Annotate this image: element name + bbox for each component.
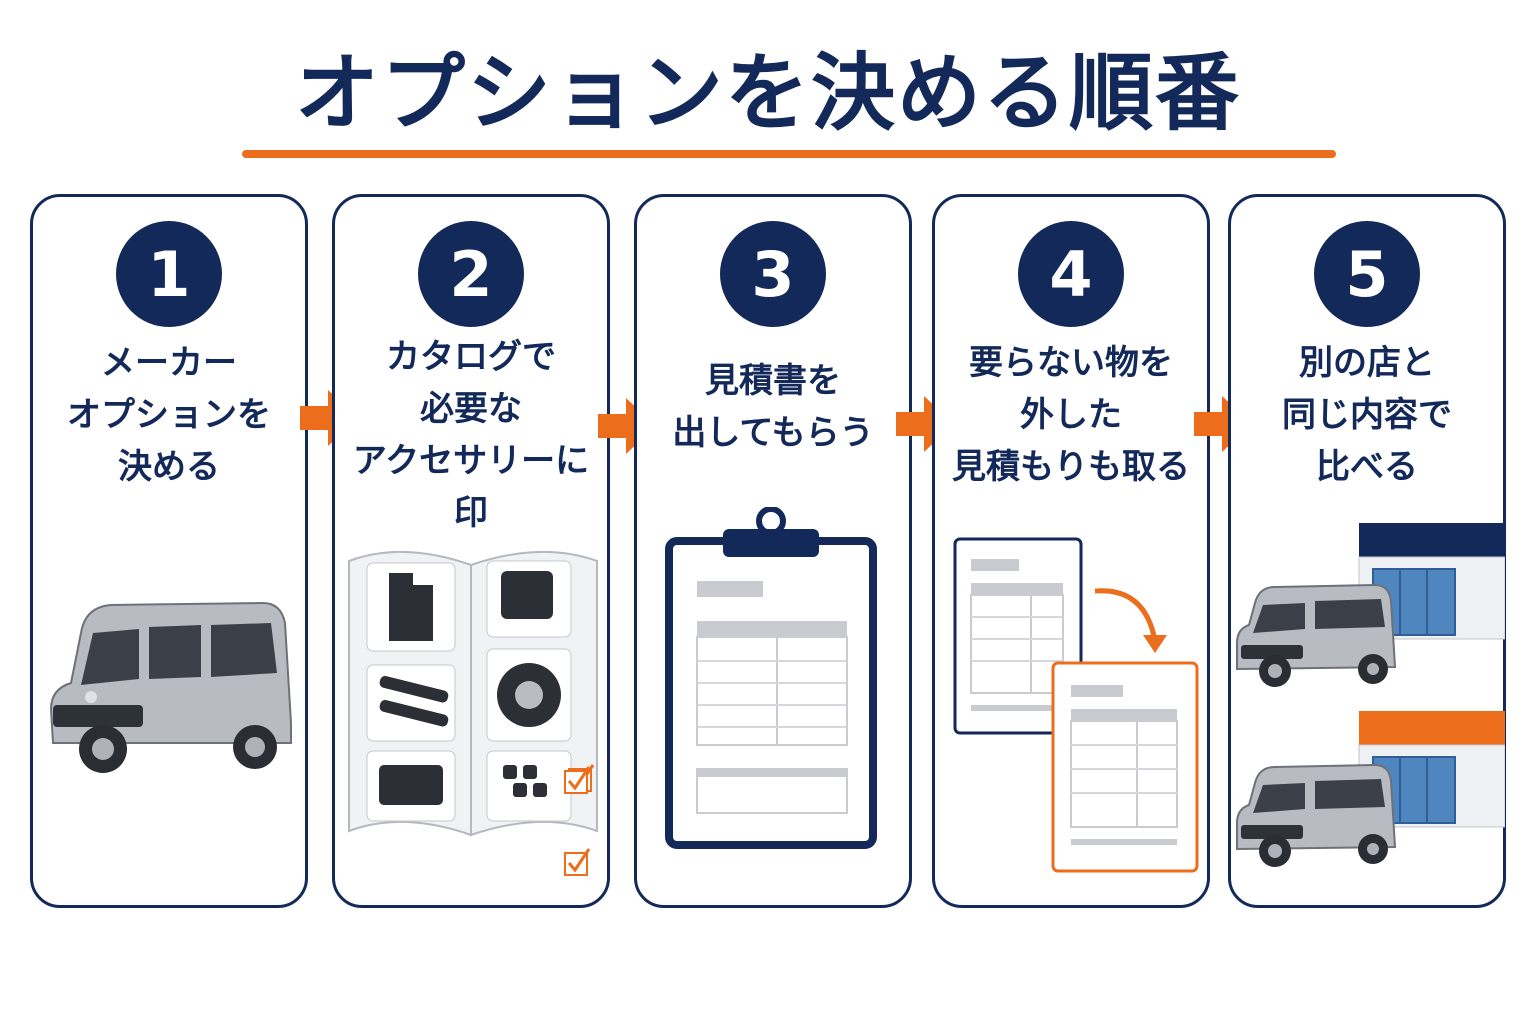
step-card-3: 3 見積書を 出してもらう: [634, 194, 912, 908]
step-1-line-1: メーカー: [101, 343, 237, 383]
step-3-line-2: 出してもらう: [672, 413, 874, 453]
step-5-line-2: 同じ内容で: [1282, 395, 1452, 435]
arrow-icon-3: [896, 396, 954, 452]
step-4-line-3: 見積もりも取る: [952, 447, 1190, 487]
step-card-5: 5 別の店と 同じ内容で 比べる: [1228, 194, 1506, 908]
step-3-line-1: 見積書を: [705, 361, 841, 401]
catalog-icon: [348, 550, 598, 837]
step-card-4: 4 要らない物を 外した 見積もりも取る: [932, 194, 1210, 908]
step-4-line-2: 外した: [1020, 395, 1122, 435]
step-2-line-3: アクセサリーに: [352, 441, 590, 481]
step-number-5: 5: [1314, 221, 1420, 327]
step-number-4: 4: [1018, 221, 1124, 327]
car-icon: [49, 601, 292, 773]
arrow-icon-2: [598, 398, 656, 454]
step-label-5: 別の店と 同じ内容で 比べる: [1231, 337, 1503, 493]
step-number-1: 1: [116, 221, 222, 327]
step-4-line-1: 要らない物を: [969, 343, 1173, 383]
step-card-1: 1 メーカー オプションを 決める: [30, 194, 308, 908]
step-label-3: 見積書を 出してもらう: [637, 355, 909, 459]
arrow-icon-1: [300, 390, 358, 446]
arrow-icon-4: [1194, 396, 1252, 452]
step-number-2: 2: [418, 221, 524, 327]
checkbox-icons: [564, 766, 591, 876]
step-label-4: 要らない物を 外した 見積もりも取る: [935, 337, 1207, 493]
step-2-line-1: カタログで: [386, 337, 556, 377]
estimate-documents-icon: [953, 537, 1199, 873]
step-1-line-2: オプションを: [67, 395, 271, 435]
page-title: オプションを決める順番: [294, 44, 1241, 142]
step-label-1: メーカー オプションを 決める: [33, 337, 305, 493]
step-5-line-1: 別の店と: [1299, 343, 1435, 383]
step-card-2: 2 カタログで 必要な アクセサリーに 印: [332, 194, 610, 908]
step-5-line-3: 比べる: [1316, 447, 1418, 487]
step-number-3: 3: [720, 221, 826, 327]
clipboard-icon: [665, 507, 877, 849]
step-2-line-2: 必要な: [420, 389, 522, 429]
step-1-line-3: 決める: [118, 447, 220, 487]
title-underline: [242, 150, 1336, 158]
step-label-2: カタログで 必要な アクセサリーに 印: [335, 331, 607, 539]
step-2-line-4: 印: [454, 493, 488, 533]
store-icon: [1236, 523, 1505, 867]
